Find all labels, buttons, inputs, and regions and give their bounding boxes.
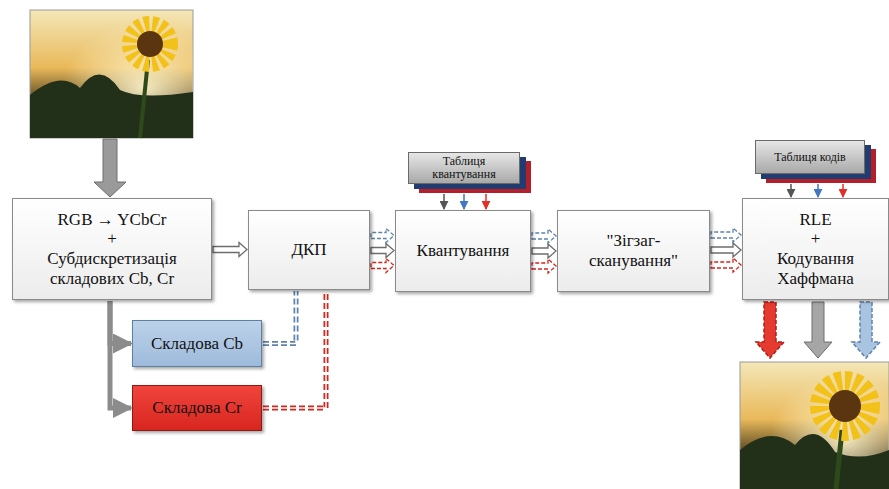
connector — [263, 291, 326, 408]
connector — [532, 229, 556, 243]
connector — [711, 228, 741, 242]
connector — [213, 243, 247, 257]
connector — [443, 194, 445, 209]
connector — [371, 244, 394, 258]
output-photo — [740, 362, 889, 489]
output-arrow — [852, 302, 880, 358]
photo-flower-center — [829, 390, 861, 422]
connector — [842, 184, 844, 197]
node-label: Таблиця кодів — [774, 151, 846, 164]
node-label: ДКП — [291, 240, 326, 260]
output-arrow — [756, 302, 784, 358]
connector — [532, 244, 556, 258]
photo-foliage — [30, 74, 193, 138]
connector — [790, 184, 792, 197]
connector — [711, 258, 741, 272]
node-label: Таблиця квантування — [413, 155, 515, 180]
connector — [263, 291, 296, 344]
process-box: Квантування — [395, 210, 531, 292]
table-box: Таблиця кодів — [755, 140, 865, 174]
connector — [463, 194, 465, 209]
component-box: Складова Cr — [132, 385, 262, 431]
input-arrow — [94, 139, 126, 197]
photo-glow — [740, 362, 889, 489]
photo-petals — [820, 381, 870, 431]
process-box: RGB → YCbCr+Субдискретизація складових C… — [12, 198, 212, 300]
output-arrow — [804, 302, 832, 358]
connector — [110, 301, 131, 344]
photo-petals — [130, 24, 170, 64]
node-label: RGB → YCbCr — [58, 210, 167, 230]
node-label: Субдискретизація складових Cb, Cr — [21, 249, 203, 288]
connector — [711, 243, 741, 257]
photo-frame — [30, 10, 193, 138]
process-box: ДКП — [248, 210, 370, 290]
photo-frame — [740, 362, 889, 489]
connector — [485, 194, 487, 209]
node-label: Складова Cr — [152, 398, 241, 418]
node-label: Кодування Хаффмана — [751, 249, 880, 288]
node-label: Квантування — [417, 241, 510, 261]
node-label: + — [107, 229, 117, 249]
process-box: "Зігзаг- сканування" — [557, 210, 710, 292]
table-box: Таблиця квантування — [408, 152, 520, 184]
photo-foliage — [740, 434, 889, 489]
node-label: Складова Cb — [151, 334, 243, 354]
connector — [371, 229, 394, 243]
node-label: "Зігзаг- сканування" — [566, 231, 701, 270]
connector — [817, 184, 819, 197]
photo-flower-center — [137, 31, 163, 57]
component-box: Складова Cb — [132, 320, 262, 367]
connector — [532, 259, 556, 273]
photo-glow — [30, 10, 193, 138]
connector — [371, 259, 394, 273]
node-label: + — [811, 229, 821, 249]
process-box: RLE+Кодування Хаффмана — [742, 198, 889, 300]
connector — [110, 301, 131, 408]
input-photo — [30, 10, 193, 138]
node-label: RLE — [799, 210, 831, 230]
